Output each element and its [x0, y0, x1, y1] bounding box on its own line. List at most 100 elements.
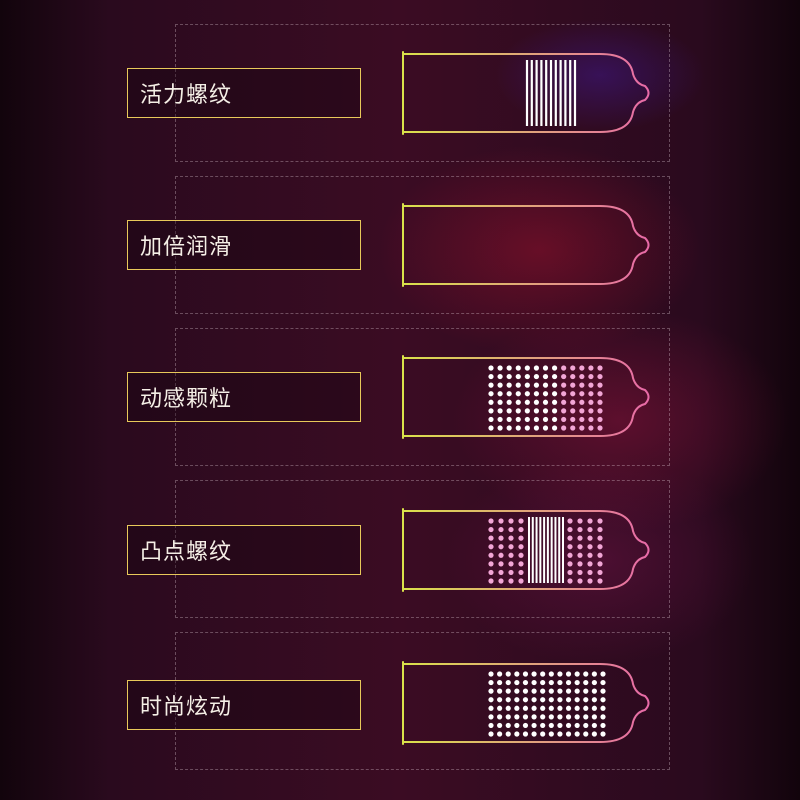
texture-dot: [497, 731, 503, 737]
texture-dot: [533, 425, 540, 431]
texture-dot: [540, 722, 546, 729]
texture-dot: [587, 552, 593, 558]
texture-dot: [597, 578, 603, 584]
texture-dot: [577, 526, 583, 533]
texture-dot: [515, 416, 521, 423]
feature-panel: [175, 24, 670, 162]
texture-dot: [524, 425, 530, 431]
texture-dot: [587, 561, 593, 567]
texture-dot: [497, 688, 503, 694]
texture-dot: [514, 679, 520, 686]
texture-dot: [515, 382, 521, 388]
texture-dot: [497, 373, 503, 380]
texture-dot: [488, 578, 494, 584]
texture-dot: [588, 365, 594, 371]
texture-dot: [548, 731, 554, 737]
texture-dot: [488, 526, 494, 533]
texture-dot: [514, 731, 520, 737]
texture-dot: [488, 373, 494, 380]
texture-dot: [565, 722, 572, 729]
texture-dot: [518, 544, 524, 550]
texture-dot: [542, 425, 549, 431]
texture-dot: [542, 382, 549, 388]
feature-label: 凸点螺纹: [140, 540, 233, 565]
texture-dot: [540, 705, 546, 711]
texture-dot: [515, 425, 521, 431]
texture-dot: [583, 697, 589, 703]
texture-dot: [591, 671, 597, 677]
feature-label: 活力螺纹: [140, 83, 233, 108]
texture-dot: [533, 391, 540, 397]
texture-dot: [514, 722, 520, 729]
texture-dot: [531, 697, 537, 703]
feature-panel: [175, 480, 670, 618]
texture-dot: [567, 578, 573, 584]
texture-dot: [579, 391, 585, 397]
texture-dot: [488, 382, 494, 388]
texture-dot: [505, 679, 511, 686]
texture-dot: [531, 722, 537, 729]
texture-dot: [522, 671, 529, 677]
texture-dot: [540, 697, 546, 703]
texture-dot: [488, 688, 494, 694]
texture-dot: [561, 365, 567, 371]
feature-panel: [175, 632, 670, 770]
texture-dot: [561, 408, 567, 414]
texture-dot: [551, 408, 558, 414]
texture-dot: [587, 578, 593, 584]
feature-label-box: 动感颗粒: [127, 372, 361, 422]
feature-label-box: 活力螺纹: [127, 68, 361, 118]
texture-dot: [522, 697, 529, 703]
textured-condom-outline-icon: [402, 508, 650, 592]
outline-path: [402, 661, 650, 745]
texture-dot: [488, 535, 494, 541]
texture-dot: [488, 561, 494, 567]
texture-dot: [600, 697, 606, 703]
texture-dot: [574, 705, 580, 711]
texture-dot: [497, 365, 503, 371]
texture-dot: [524, 382, 530, 388]
texture-dot: [542, 365, 549, 371]
texture-dot: [488, 408, 494, 414]
texture-dot: [567, 535, 573, 541]
feature-label-box: 加倍润滑: [127, 220, 361, 270]
texture-dot: [597, 535, 603, 541]
texture-dot: [583, 731, 589, 737]
texture-dot: [518, 578, 524, 584]
texture-dot: [522, 731, 529, 737]
texture-dot: [488, 671, 494, 677]
texture-dot: [577, 552, 583, 558]
texture-dot: [551, 391, 558, 397]
texture-dot: [587, 518, 593, 524]
texture-dot: [514, 671, 520, 677]
texture-dot: [574, 679, 580, 686]
texture-dot: [497, 408, 503, 414]
texture-dot: [498, 552, 504, 558]
texture-dot: [498, 518, 504, 524]
texture-dot: [505, 697, 511, 703]
texture-dot: [497, 697, 503, 703]
texture-dot: [533, 382, 540, 388]
texture-dot: [577, 561, 583, 567]
texture-dot: [505, 688, 511, 694]
texture-dot: [497, 671, 503, 677]
texture-dot: [540, 731, 546, 737]
texture-dot: [587, 535, 593, 541]
texture-dot: [557, 688, 563, 694]
texture-dot: [600, 731, 606, 737]
texture-dot: [588, 408, 594, 414]
texture-dot: [551, 373, 558, 380]
outline-path: [402, 51, 650, 135]
texture-dot: [488, 425, 494, 431]
texture-dot: [540, 714, 546, 720]
texture-dot: [505, 705, 511, 711]
texture-dot: [531, 714, 537, 720]
texture-dot: [540, 679, 546, 686]
texture-dot: [588, 373, 594, 380]
texture-dot: [497, 679, 503, 686]
texture-dot: [508, 535, 514, 541]
texture-dot: [577, 518, 583, 524]
texture-dot: [583, 688, 589, 694]
texture-dot: [548, 671, 554, 677]
